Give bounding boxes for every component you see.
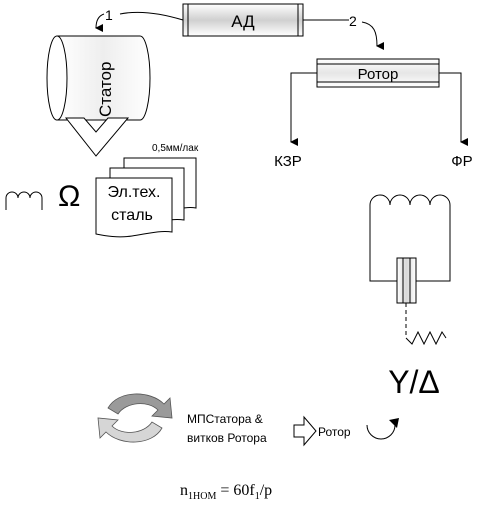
steel-label-line2: сталь (111, 207, 153, 224)
rotor-split-lines (290, 72, 468, 146)
rotor-block: Ротор (316, 58, 440, 88)
link-2: 2 (303, 13, 385, 50)
field-text-line1: МПСтатора & (187, 412, 263, 426)
connection-label: Y/Δ (388, 364, 440, 400)
omega-symbol: Ω (58, 180, 80, 213)
rotating-field-icon (97, 393, 173, 443)
link-2-label: 2 (349, 13, 357, 29)
link-1-label: 1 (105, 7, 113, 23)
rotation-arrow-icon (366, 418, 399, 440)
lamination-note: 0,5мм/лак (152, 143, 199, 154)
field-result-label: Ротор (318, 425, 351, 439)
link-1: 1 (95, 7, 184, 33)
stator-down-arrow (64, 117, 130, 157)
resistance-coil (5, 191, 43, 210)
field-text-line2: витков Ротора (187, 431, 267, 445)
ad-label: АД (231, 12, 255, 31)
block-arrow-right (293, 415, 317, 447)
squirrel-cage-rotor-label: КЗР (274, 153, 302, 170)
ad-block: АД (182, 3, 304, 37)
rated-speed-formula: n1НОМ = 60f1/p (180, 482, 272, 502)
stator-label: Статор (96, 62, 115, 117)
steel-sheet-stack: Эл.тех. сталь 0,5мм/лак (95, 143, 199, 238)
rotor-label: Ротор (358, 66, 399, 83)
steel-label-line1: Эл.тех. (108, 184, 161, 201)
stator-cylinder: Статор (46, 35, 151, 121)
phase-rotor-label: ФР (451, 153, 472, 170)
phase-rotor-circuit (369, 194, 451, 346)
